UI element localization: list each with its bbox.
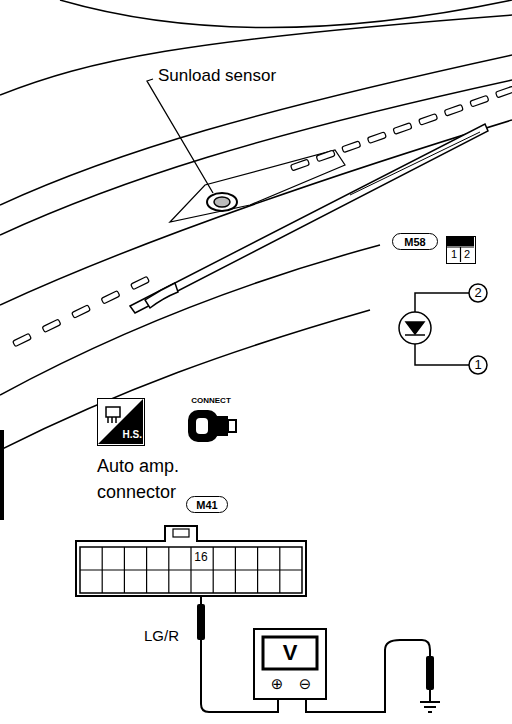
node-outline xyxy=(75,525,307,597)
meter-symbol: V xyxy=(263,642,317,664)
pin-number: 16 xyxy=(191,551,211,563)
auto-amp-connector: 16 xyxy=(75,525,307,597)
wire-color: LG/R xyxy=(143,627,180,645)
callout-number: 2 xyxy=(469,285,487,301)
connector-code: M41 xyxy=(187,500,227,511)
terminal-sign: ⊖ xyxy=(297,677,313,692)
connector-face: 12 xyxy=(446,236,476,264)
harness-side-icon: H.S. xyxy=(97,398,145,446)
connector-callout: M41 xyxy=(186,496,228,513)
icon-label: H.S. xyxy=(116,430,142,440)
connector-callout: M58 xyxy=(392,233,438,250)
part-name: Sunload sensor xyxy=(158,66,276,86)
terminal-sign: ⊕ xyxy=(269,677,285,692)
connector-name: Auto amp. connector xyxy=(97,453,197,505)
callout-number: 1 xyxy=(469,357,487,373)
voltmeter: V ⊕ ⊖ xyxy=(253,628,327,700)
pin-number: 2 xyxy=(462,249,472,260)
icon-label: CONNECT xyxy=(176,397,246,405)
node-outline xyxy=(255,630,326,699)
connector-code: M58 xyxy=(393,237,437,248)
connect-icon: CONNECT xyxy=(176,396,246,446)
pin-number: 1 xyxy=(449,249,459,260)
